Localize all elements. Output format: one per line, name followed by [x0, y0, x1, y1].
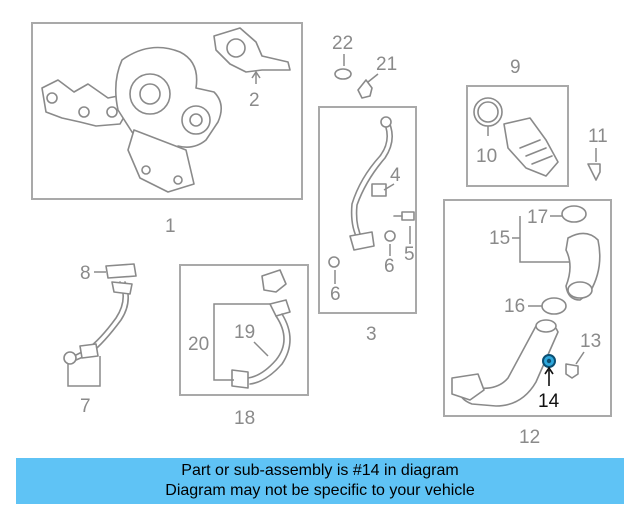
- clamp-16: [541, 297, 567, 315]
- bolt-11: [587, 163, 601, 181]
- banner-line-2: Diagram may not be specific to your vehi…: [165, 482, 475, 499]
- clamp-upper: [261, 269, 287, 293]
- callout-6a: 6: [384, 256, 395, 277]
- callout-18: 18: [234, 408, 255, 429]
- pipe-7: [73, 281, 124, 357]
- intake-boot: [503, 117, 559, 177]
- hose-19: [247, 315, 285, 379]
- info-banner: Part or sub-assembly is #14 in diagram D…: [16, 458, 624, 504]
- callout-4: 4: [390, 165, 401, 186]
- pipe-bracket: [371, 183, 387, 197]
- callout-9: 9: [510, 57, 521, 78]
- bolt-13: [565, 363, 579, 379]
- gasket-8: [105, 263, 137, 279]
- washer-6a: [384, 230, 396, 242]
- hose-clip: [269, 299, 291, 317]
- connector-21: [357, 79, 373, 99]
- washer-7: [63, 351, 77, 365]
- callout-5: 5: [404, 244, 415, 265]
- callout-8: 8: [80, 263, 91, 284]
- callout-17: 17: [527, 207, 548, 228]
- clamp-lower: [231, 369, 249, 389]
- pipe-7-group: 8 7: [63, 263, 137, 417]
- callout-2: 2: [249, 90, 260, 111]
- parts-diagram: 2 1 22 21 4 5 6 6 3 9: [31, 22, 612, 448]
- turbocharger-group: 2 1: [31, 22, 303, 237]
- callout-15: 15: [489, 228, 510, 249]
- seal-ring-22: [334, 68, 352, 80]
- intake-boot-group: 9 10 11: [466, 57, 608, 187]
- callout-21: 21: [376, 54, 397, 75]
- charge-pipe-group: 17 15 16 14 13 12: [443, 199, 612, 448]
- callout-1: 1: [165, 216, 176, 237]
- hose-18-group: 19 20 18: [179, 264, 309, 429]
- callout-6b: 6: [330, 284, 341, 305]
- callout-10: 10: [476, 146, 497, 167]
- callout-12: 12: [519, 427, 540, 448]
- callout-3: 3: [366, 324, 377, 345]
- callout-20: 20: [188, 334, 209, 355]
- callout-22: 22: [332, 33, 353, 54]
- callout-16: 16: [504, 296, 525, 317]
- oil-line-group: 4 5 6 6 3: [318, 106, 417, 345]
- washer-6b: [328, 256, 340, 268]
- oil-supply-pipe: [350, 121, 388, 241]
- oil-line-box: [318, 106, 417, 314]
- banjo-bolt: [401, 211, 415, 221]
- parts-21-22: 22 21: [332, 33, 397, 99]
- callout-19: 19: [234, 322, 255, 343]
- banner-line-1: Part or sub-assembly is #14 in diagram: [181, 462, 459, 479]
- clamp-17: [561, 205, 587, 223]
- callout-11: 11: [588, 126, 608, 147]
- callout-13: 13: [580, 331, 601, 352]
- callout-7: 7: [80, 396, 91, 417]
- callout-14: 14: [538, 391, 560, 412]
